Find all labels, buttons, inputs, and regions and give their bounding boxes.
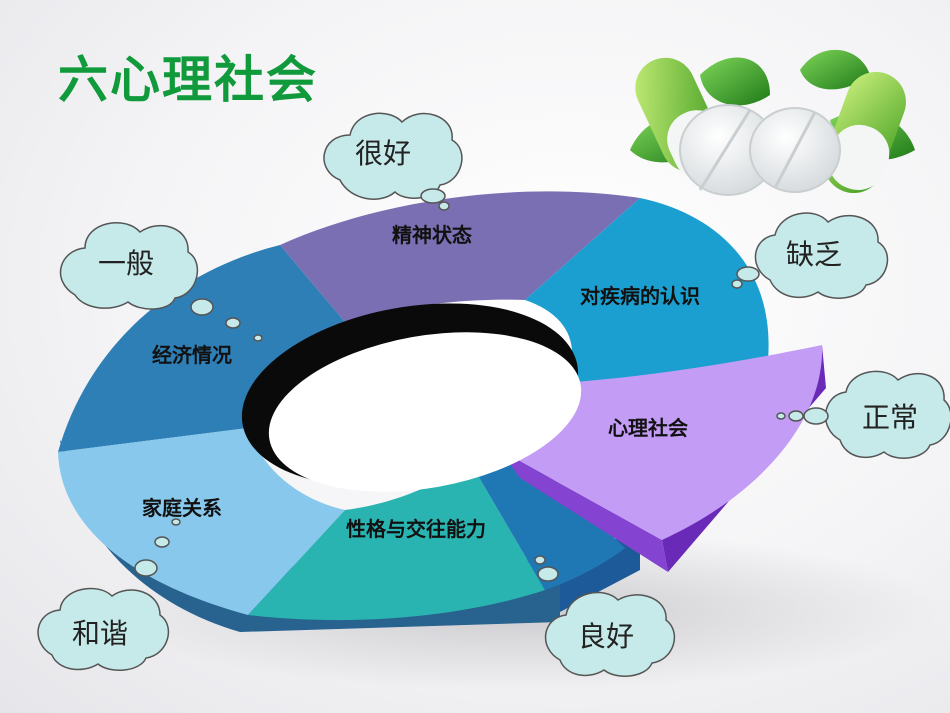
ring-hole (268, 332, 582, 492)
label-family: 家庭关系 (142, 496, 222, 520)
segment-personality (248, 462, 545, 621)
label-personality: 性格与交往能力 (346, 517, 486, 541)
cloud-text-disease-awareness: 缺乏 (786, 238, 842, 271)
cloud-text-family: 和谐 (72, 617, 128, 650)
cloud-psychosocial: 正常 (776, 370, 950, 459)
segment-mental-state (280, 191, 640, 322)
pills-decoration (630, 49, 915, 196)
segment-family (58, 428, 345, 615)
segment-economic (58, 245, 345, 452)
psychosocial-front (500, 450, 668, 572)
cloud-disease-awareness: 缺乏 (731, 212, 889, 299)
cloud-text-mental-state: 很好 (355, 137, 411, 170)
cloud-personality: 良好 (534, 555, 676, 677)
segment-disease-awareness (525, 198, 769, 390)
green-capsule-icon (635, 57, 906, 194)
white-pill-icon (679, 104, 841, 196)
label-mental-state: 精神状态 (392, 223, 472, 247)
cloud-mental-state: 很好 (323, 112, 463, 211)
cloud-text-economic: 一般 (98, 247, 154, 280)
page-title: 六心理社会 (58, 50, 318, 109)
label-disease-awareness: 对疾病的认识 (580, 284, 700, 308)
cloud-economic: 一般 (59, 222, 263, 342)
label-psychosocial: 心理社会 (608, 416, 688, 440)
cloud-family: 和谐 (37, 518, 181, 671)
cloud-text-personality: 良好 (578, 620, 634, 653)
label-economic: 经济情况 (152, 343, 232, 367)
cloud-text-psychosocial: 正常 (862, 401, 918, 434)
segment-gap (470, 448, 625, 590)
